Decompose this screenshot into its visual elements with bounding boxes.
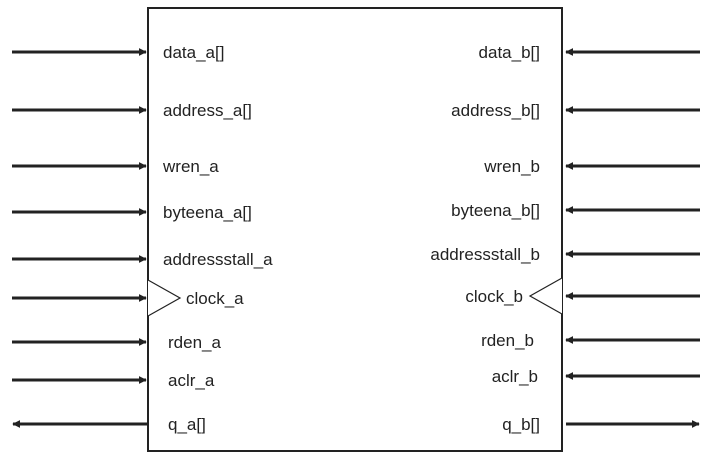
port-a-port: q_a[] — [12, 415, 206, 434]
port-b-port: wren_b — [483, 157, 700, 176]
port-a-port-label: rden_a — [168, 333, 221, 352]
port-a-port: address_a[] — [12, 101, 252, 120]
port-a-port-label: data_a[] — [163, 43, 224, 62]
port-b-port-label: rden_b — [481, 331, 534, 350]
port-a-port: byteena_a[] — [12, 203, 252, 222]
port-b-port: rden_b — [481, 331, 700, 350]
port-a-port-label: byteena_a[] — [163, 203, 252, 222]
port-a-port-label: addressstall_a — [163, 250, 273, 269]
port-a-port: aclr_a — [12, 371, 215, 390]
port-a-port: data_a[] — [12, 43, 224, 62]
port-b-port: q_b[] — [502, 415, 700, 434]
port-a-port-label: q_a[] — [168, 415, 206, 434]
port-b-port: clock_b — [465, 277, 700, 315]
port-b-port-label: wren_b — [483, 157, 540, 176]
port-b-port-label: data_b[] — [479, 43, 540, 62]
port-b-port: data_b[] — [479, 43, 700, 62]
port-b-port: aclr_b — [492, 367, 700, 386]
memory-block — [147, 7, 563, 452]
port-a-port-label: address_a[] — [163, 101, 252, 120]
port-b-port-label: address_b[] — [451, 101, 540, 120]
port-a-port: clock_a — [12, 279, 244, 317]
port-a-port: addressstall_a — [12, 250, 273, 269]
port-b-port: byteena_b[] — [451, 201, 700, 220]
port-a-port: wren_a — [12, 157, 219, 176]
port-a-port-label: aclr_a — [168, 371, 215, 390]
port-b-port-label: q_b[] — [502, 415, 540, 434]
port-b-port-label: aclr_b — [492, 367, 538, 386]
port-a-port: rden_a — [12, 333, 221, 352]
clock-triangle-icon — [528, 277, 563, 315]
port-b-port-label: byteena_b[] — [451, 201, 540, 220]
port-b-port-label: clock_b — [465, 287, 523, 306]
port-b-port: address_b[] — [451, 101, 700, 120]
clock-triangle-icon — [147, 279, 182, 317]
port-a-port-label: clock_a — [186, 289, 244, 308]
port-b-port-label: addressstall_b — [430, 245, 540, 264]
port-b-port: addressstall_b — [430, 245, 700, 264]
port-a-port-label: wren_a — [162, 157, 219, 176]
